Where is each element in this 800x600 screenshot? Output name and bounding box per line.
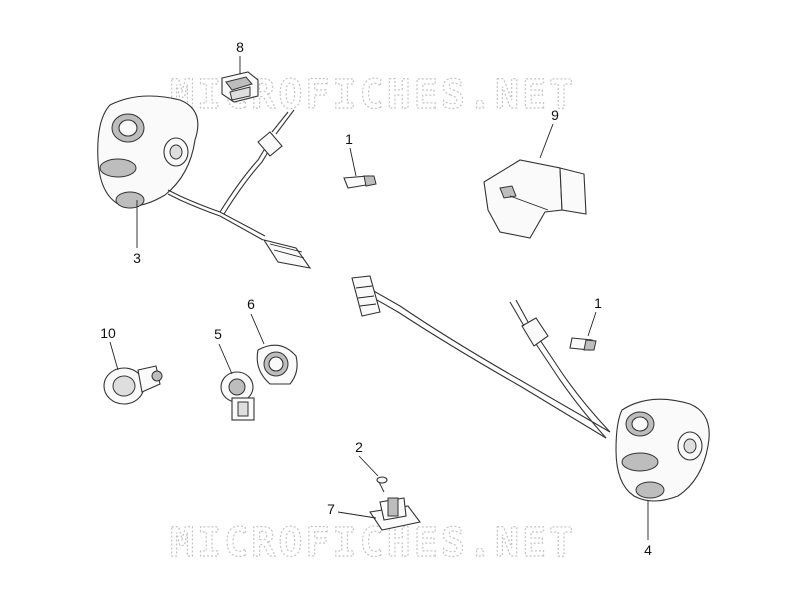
- callout-2: 2: [355, 439, 363, 455]
- leader-lines: [109, 56, 649, 540]
- part-3-left-switch-housing[interactable]: [97, 95, 199, 209]
- callout-7: 7: [327, 501, 335, 517]
- part-6-bezel-ring[interactable]: [256, 344, 298, 385]
- callout-9: 9: [551, 107, 559, 123]
- watermark-bottom: MICROFICHES.NET: [170, 520, 576, 566]
- callout-4: 4: [644, 542, 652, 558]
- part-4-wiring-harness: [351, 275, 611, 439]
- callout-1-top: 1: [345, 131, 353, 147]
- part-3-wiring-harness: [167, 109, 312, 269]
- part-9-bracket[interactable]: [483, 159, 587, 239]
- callout-5: 5: [214, 326, 222, 342]
- part-1-bulb-top[interactable]: [343, 175, 377, 189]
- part-8-switch[interactable]: [221, 71, 259, 103]
- part-10-lock-barrel[interactable]: [103, 365, 163, 405]
- callout-8: 8: [236, 39, 244, 55]
- part-4-right-switch-housing[interactable]: [615, 398, 710, 502]
- part-2-screw[interactable]: [376, 476, 388, 493]
- callout-10: 10: [100, 325, 116, 341]
- callout-6: 6: [247, 296, 255, 312]
- part-7-mounting-plate[interactable]: [369, 497, 421, 531]
- callout-3: 3: [133, 250, 141, 266]
- callout-1-right: 1: [594, 295, 602, 311]
- part-1-bulb-right[interactable]: [569, 337, 597, 351]
- part-5-switch-unit[interactable]: [220, 371, 255, 421]
